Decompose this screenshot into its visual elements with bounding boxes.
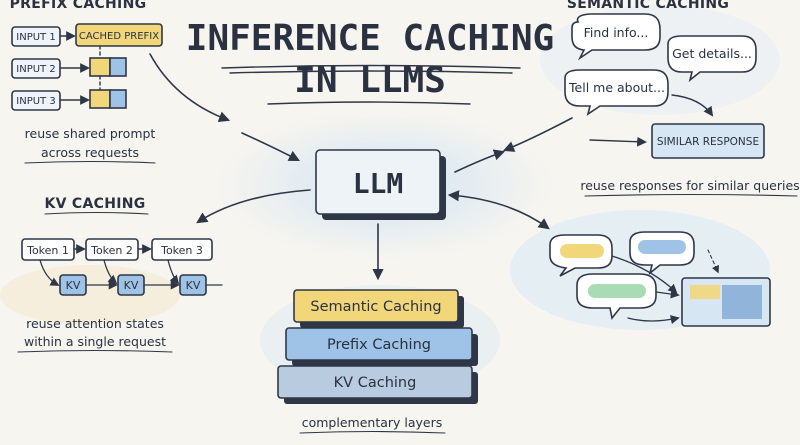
kv-heading: KV CACHING — [44, 196, 145, 212]
similar-response-box — [651, 123, 765, 159]
arrow-llm-semantic-right — [447, 190, 550, 230]
bubble-get-details-text: Get details... — [672, 46, 752, 61]
input-3-label: INPUT 3 — [16, 96, 55, 107]
kv-note-1: reuse attention states — [26, 316, 164, 331]
kv-note-2: within a single request — [24, 334, 166, 349]
llm-box — [315, 149, 441, 215]
arrow-prefix-to-llm-2 — [241, 132, 300, 162]
token-2-label: Token 2 — [90, 244, 133, 257]
detail-store-yellow — [690, 285, 720, 299]
layer-kv-label: KV Caching — [334, 375, 417, 391]
prefix-heading: PREFIX CACHING — [10, 0, 147, 12]
prefix-note-2: across requests — [41, 145, 139, 160]
arrow-token1-kv1 — [39, 259, 60, 286]
llm-label: LLM — [353, 167, 404, 200]
kv-note-underline — [17, 349, 173, 353]
layer-semantic-box — [293, 289, 459, 323]
token-3-label: Token 3 — [160, 244, 203, 257]
title-line-2: IN LLMS — [294, 60, 446, 101]
input-2-label: INPUT 2 — [16, 64, 55, 75]
title-underline-1 — [221, 64, 521, 69]
kv-heading-underline — [44, 211, 149, 215]
arrow-to-response — [589, 136, 647, 147]
layers-caption: complementary layers — [302, 415, 443, 430]
arrow-bubble-to-store-2 — [655, 289, 680, 299]
arrow-bubble-to-response — [671, 94, 714, 117]
kv-box-2-label: KV — [124, 279, 139, 292]
detail-bubble-yellow-fill — [560, 244, 604, 258]
bubble-find-info-text: Find info... — [584, 25, 649, 40]
prefix-part-3 — [89, 89, 111, 109]
detail-bubble-green-fill — [588, 284, 646, 298]
arrow-token3-kv3 — [167, 259, 180, 285]
kv-box-1-label: KV — [66, 279, 81, 292]
title-underline-3 — [267, 101, 471, 105]
detail-store-blue — [722, 285, 762, 319]
prefix-note-1: reuse shared prompt — [25, 126, 156, 141]
arrow-bubble-to-store-3 — [627, 315, 680, 324]
arrow-prefix-to-llm-1 — [149, 53, 231, 123]
bubble-find-info — [571, 13, 661, 61]
similar-response-label: SIMILAR RESPONSE — [657, 136, 759, 148]
title-line-1: INFERENCE CACHING — [186, 18, 554, 59]
layer-kv-box — [277, 365, 473, 399]
arrow-bubble-to-store-1 — [611, 255, 678, 294]
prefix-part-2 — [89, 57, 111, 77]
cached-prefix-label: CACHED PREFIX — [79, 31, 159, 42]
layer-prefix-label: Prefix Caching — [327, 337, 431, 353]
suffix-part-2 — [109, 57, 127, 77]
arrow-llm-to-kv — [196, 189, 311, 224]
prefix-note-underline — [24, 160, 156, 164]
bubble-get-details — [667, 35, 757, 83]
detail-bubble-blue-fill — [638, 240, 686, 254]
cached-prefix-box — [75, 23, 163, 47]
layer-prefix-box — [285, 327, 473, 361]
title-underline-2 — [229, 70, 513, 74]
input-1-label: INPUT 1 — [16, 32, 55, 43]
suffix-part-3 — [109, 89, 127, 109]
token-3-box — [151, 238, 213, 261]
bubble-tell-me-about — [564, 69, 669, 116]
semantic-note: reuse responses for similar queries — [580, 178, 799, 193]
layer-semantic-label: Semantic Caching — [310, 299, 441, 315]
arrow-dashed-to-store — [707, 249, 719, 274]
token-1-label: Token 1 — [26, 244, 69, 257]
bubble-tell-me-about-text: Tell me about... — [568, 80, 665, 95]
semantic-heading: SEMANTIC CACHING — [567, 0, 729, 12]
layers-caption-underline — [299, 430, 446, 434]
arrow-llm-to-semantic-small — [454, 149, 506, 173]
kv-box-3-label: KV — [186, 279, 201, 292]
semantic-note-underline — [584, 193, 798, 197]
arrow-semantic-to-llm — [502, 117, 573, 152]
